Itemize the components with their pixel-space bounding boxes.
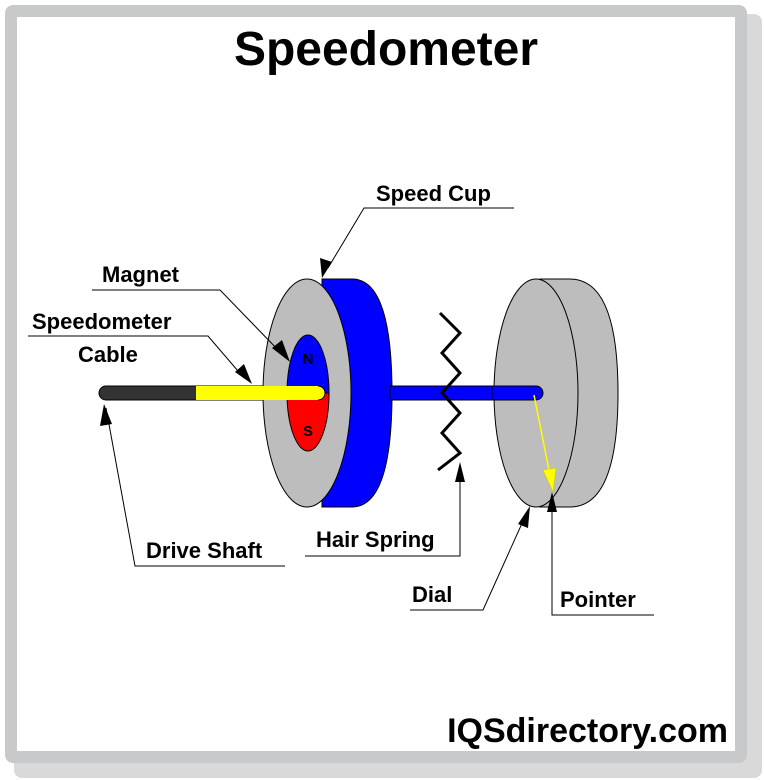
brand-watermark: IQSdirectory.com xyxy=(447,712,728,750)
speed-cup-arrowhead xyxy=(320,258,332,278)
label-hair-spring: Hair Spring xyxy=(316,527,435,552)
hair-spring xyxy=(437,311,463,472)
diagram-title: Speedometer xyxy=(233,23,539,76)
magnet-south xyxy=(286,392,330,452)
dial xyxy=(491,278,619,508)
label-speed-cup: Speed Cup xyxy=(376,181,491,206)
leader-arrowheads xyxy=(100,258,557,528)
pointer xyxy=(533,394,557,493)
label-magnet: Magnet xyxy=(102,262,179,287)
leader-lines xyxy=(28,207,654,616)
speed-cup: N S xyxy=(196,278,393,508)
label-pointer: Pointer xyxy=(560,587,636,612)
south-pole-label: S xyxy=(303,423,313,440)
magnet-north xyxy=(286,334,330,394)
label-dial: Dial xyxy=(412,582,453,607)
north-pole-label: N xyxy=(303,351,314,368)
label-speedometer-cable-1: Speedometer xyxy=(32,309,172,334)
label-drive-shaft: Drive Shaft xyxy=(146,538,263,563)
label-speedometer-cable-2: Cable xyxy=(78,342,138,367)
drive-shaft xyxy=(98,385,205,401)
